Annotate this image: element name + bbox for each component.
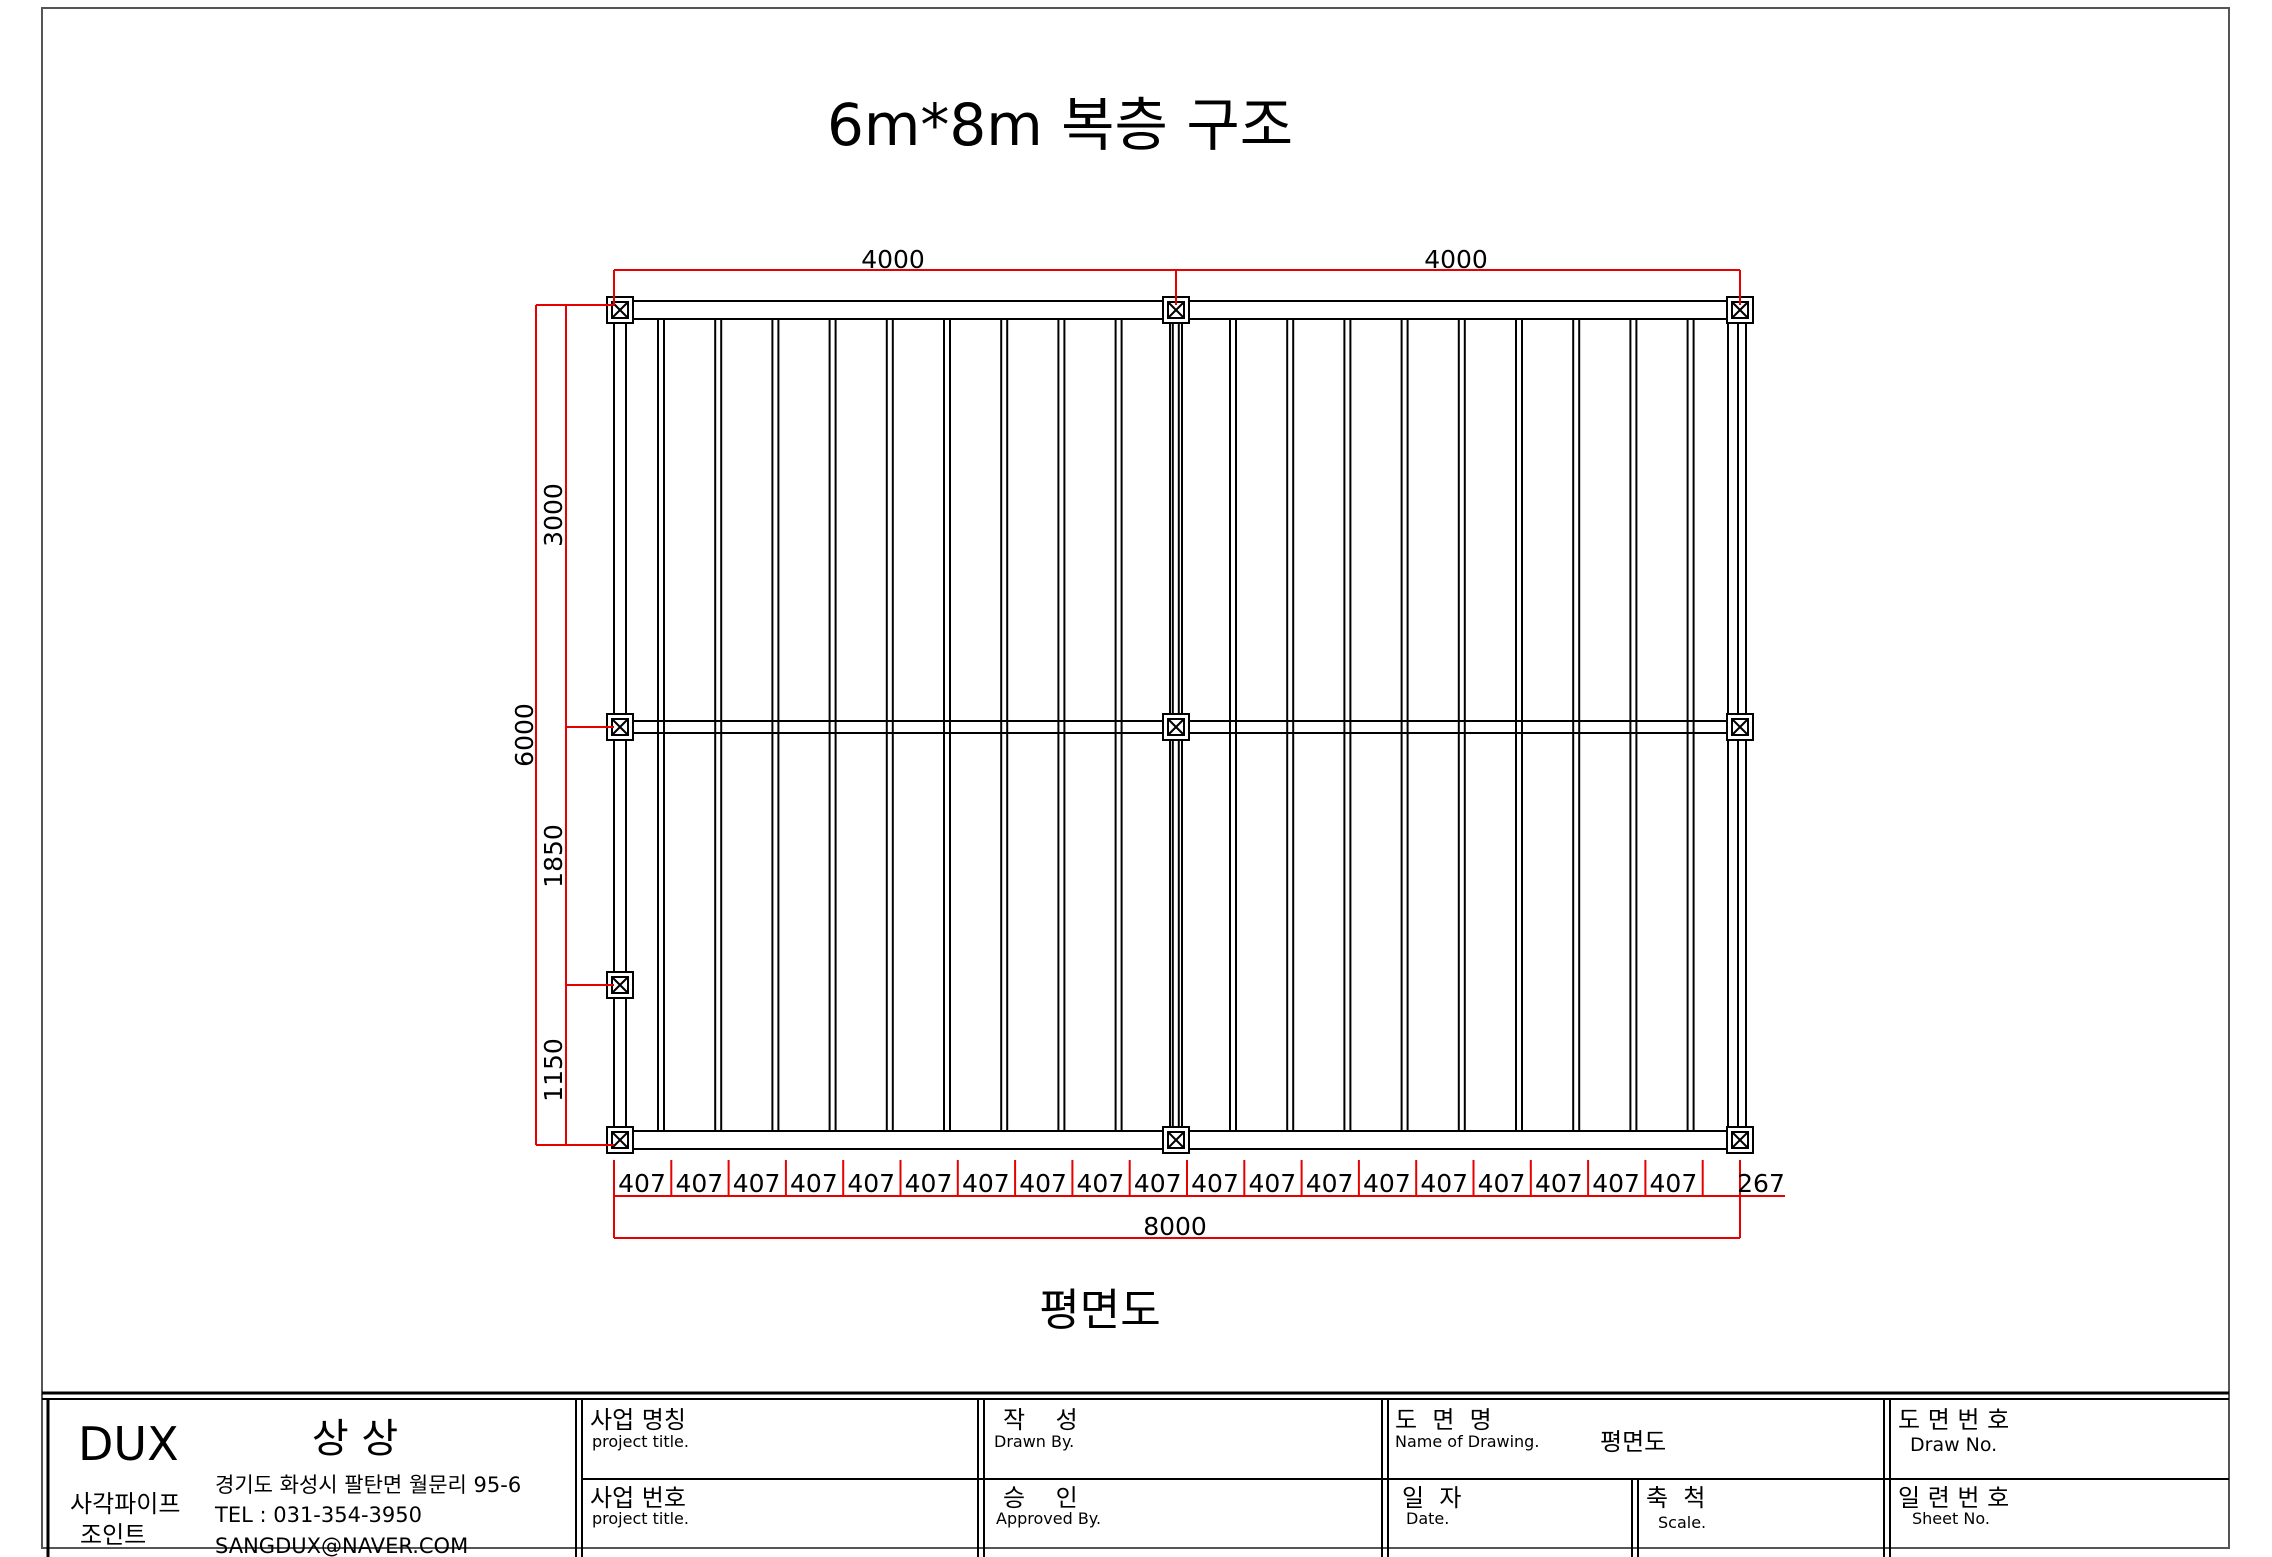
dim-spacing-label: 407 bbox=[618, 1169, 666, 1198]
project-no-label-en: project title. bbox=[592, 1509, 689, 1528]
sheet-no-label: 일 련 번 호 bbox=[1898, 1484, 2009, 1512]
date-label-en: Date. bbox=[1406, 1509, 1449, 1528]
date-label: 일 자 bbox=[1402, 1484, 1461, 1512]
posts bbox=[606, 296, 1754, 1154]
approved-by-label-en: Approved By. bbox=[996, 1509, 1101, 1528]
sheet-frame bbox=[41, 7, 2230, 1549]
draw-no-cell: 도 면 번 호 Draw No. bbox=[1898, 1406, 2009, 1456]
dim-spacing-label: 407 bbox=[1077, 1169, 1125, 1198]
drawing-name-value: 평면도 bbox=[1600, 1428, 1666, 1456]
project-name-label: 사업 명칭 bbox=[590, 1406, 686, 1434]
project-no-cell: 사업 번호 project title. bbox=[590, 1484, 689, 1528]
post-x-box-icon bbox=[606, 296, 634, 324]
post-x-box-icon bbox=[1726, 1126, 1754, 1154]
product-line-2: 조인트 bbox=[80, 1521, 146, 1549]
dim-spacing-label: 407 bbox=[1650, 1169, 1698, 1198]
drawing-subtitle: 평면도 bbox=[1039, 1285, 1160, 1336]
scale-label-en: Scale. bbox=[1658, 1513, 1706, 1532]
dim-spacing-label: 407 bbox=[962, 1169, 1010, 1198]
dim-top-right: 4000 bbox=[1424, 245, 1488, 274]
drawn-by-label: 작 성 bbox=[1003, 1406, 1078, 1434]
company-name: 상 상 bbox=[312, 1416, 398, 1462]
drawing-title: 6m*8m 복층 구조 bbox=[827, 91, 1293, 159]
company-info: DUX 상 상 사각파이프 조인트 경기도 화성시 팔탄면 월문리 95-6 T… bbox=[70, 1416, 521, 1557]
dim-bottom-last: 267 bbox=[1737, 1169, 1785, 1198]
post-x-box-icon bbox=[1162, 713, 1190, 741]
dim-left-3000: 3000 bbox=[539, 483, 568, 547]
sheet-no-label-en: Sheet No. bbox=[1912, 1509, 1990, 1528]
date-cell: 일 자 Date. bbox=[1402, 1484, 1461, 1528]
dim-spacing-label: 407 bbox=[1478, 1169, 1526, 1198]
title-block bbox=[42, 1391, 2229, 1557]
dim-spacing-label: 407 bbox=[733, 1169, 781, 1198]
floor-plan bbox=[613, 300, 1747, 1150]
company-tel: TEL : 031-354-3950 bbox=[214, 1503, 422, 1527]
dim-top-left: 4000 bbox=[861, 245, 925, 274]
dim-spacing-label: 407 bbox=[1535, 1169, 1583, 1198]
company-logo: DUX bbox=[78, 1417, 179, 1471]
approved-by-label: 승 인 bbox=[1003, 1484, 1078, 1512]
company-email: SANGDUX@NAVER.COM bbox=[215, 1534, 468, 1557]
post-x-box-icon bbox=[1162, 1126, 1190, 1154]
drawing-name-label-en: Name of Drawing. bbox=[1395, 1432, 1539, 1451]
company-address: 경기도 화성시 팔탄면 월문리 95-6 bbox=[215, 1473, 521, 1497]
dim-left-1150: 1150 bbox=[539, 1038, 568, 1102]
drawn-by-label-en: Drawn By. bbox=[994, 1432, 1074, 1451]
dim-left-total: 6000 bbox=[510, 703, 539, 767]
dim-spacing-label: 407 bbox=[1019, 1169, 1067, 1198]
scale-label: 축 척 bbox=[1646, 1484, 1705, 1512]
dim-spacing-label: 407 bbox=[1363, 1169, 1411, 1198]
post-x-box-icon bbox=[606, 971, 634, 999]
dim-spacing-label: 407 bbox=[905, 1169, 953, 1198]
project-no-label: 사업 번호 bbox=[590, 1484, 686, 1512]
dim-spacing-label: 407 bbox=[1134, 1169, 1182, 1198]
scale-cell: 축 척 Scale. bbox=[1646, 1484, 1706, 1532]
dim-left-1850: 1850 bbox=[539, 824, 568, 888]
drawing-name-cell: 도 면 명 Name of Drawing. 평면도 bbox=[1395, 1406, 1666, 1456]
sheet-no-cell: 일 련 번 호 Sheet No. bbox=[1898, 1484, 2009, 1528]
dim-spacing-label: 407 bbox=[1592, 1169, 1640, 1198]
dim-spacing-label: 407 bbox=[1248, 1169, 1296, 1198]
dim-spacing-label: 407 bbox=[790, 1169, 838, 1198]
project-name-cell: 사업 명칭 project title. bbox=[590, 1406, 689, 1451]
drawing-name-label: 도 면 명 bbox=[1395, 1406, 1492, 1434]
approved-by-cell: 승 인 Approved By. bbox=[996, 1484, 1101, 1528]
draw-no-label-en: Draw No. bbox=[1910, 1434, 1997, 1456]
dim-spacing-label: 407 bbox=[847, 1169, 895, 1198]
bottom-spacing-labels: 407 407 407 407 407 407 407 407 407 407 407 407 407 4… bbox=[618, 1169, 1697, 1198]
drawn-by-cell: 작 성 Drawn By. bbox=[994, 1406, 1078, 1451]
product-line-1: 사각파이프 bbox=[70, 1490, 180, 1518]
dim-spacing-label: 407 bbox=[675, 1169, 723, 1198]
project-name-label-en: project title. bbox=[592, 1432, 689, 1451]
dimension-lines bbox=[535, 269, 1785, 1239]
dim-bottom-total: 8000 bbox=[1143, 1212, 1207, 1241]
post-x-box-icon bbox=[1726, 713, 1754, 741]
draw-no-label: 도 면 번 호 bbox=[1898, 1406, 2009, 1434]
dim-spacing-label: 407 bbox=[1306, 1169, 1354, 1198]
post-x-box-icon bbox=[606, 1126, 634, 1154]
dim-spacing-label: 407 bbox=[1191, 1169, 1239, 1198]
dim-spacing-label: 407 bbox=[1420, 1169, 1468, 1198]
